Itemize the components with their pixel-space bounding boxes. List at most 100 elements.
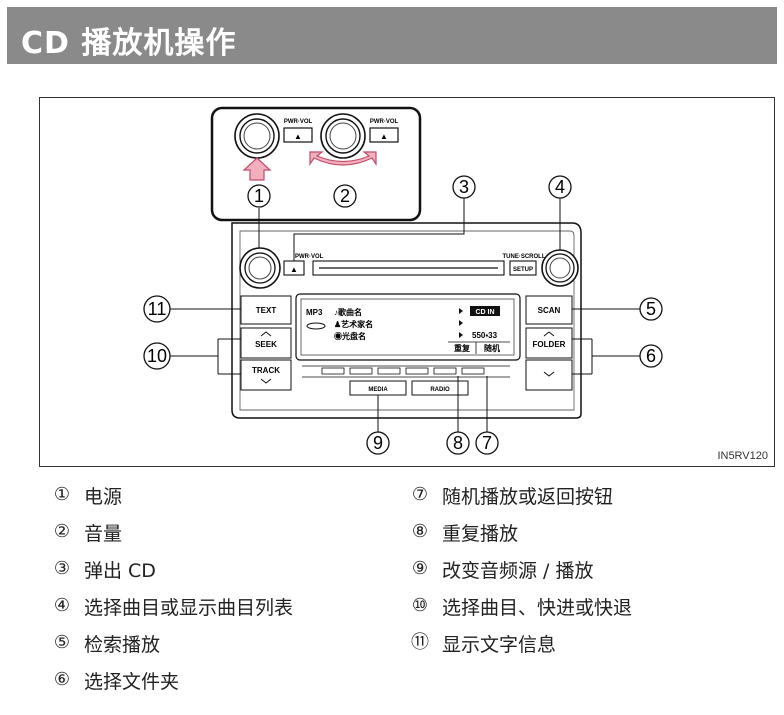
radio-button-label: RADIO [430,387,450,393]
inset-pwr-vol-label-2: PWR·VOL [370,119,399,125]
folder-down-button[interactable] [525,359,573,391]
media-button-label: MEDIA [368,387,388,393]
legend-num: ⑨ [411,558,429,579]
legend-num: ⑧ [411,521,429,542]
disc-icon [306,322,326,330]
legend-num: ④ [53,595,71,616]
legend-item-7: ⑦ 随机播放或返回按钮 [408,480,613,510]
svg-text:9: 9 [373,433,383,453]
screen-artist: ♟艺术家名 [334,319,373,329]
legend-text: 音量 [84,522,123,545]
cd-in-label: CD IN [475,309,494,316]
legend-text: 选择曲目或显示曲目列表 [84,596,294,619]
screen-repeat: 重复 [454,343,471,353]
callout-5: 5 [639,297,663,321]
legend-text: 改变音频源 / 播放 [442,559,594,582]
screen-album: ◉光盘名 [334,331,366,341]
tune-scroll-label: TUNE·SCROLL [503,254,546,260]
legend-num: ③ [53,558,71,579]
chevron-down-icon [543,371,555,377]
folder-up-button[interactable] [525,327,573,359]
inset-power-knob: ▲ PWR·VOL [234,113,313,159]
svg-text:6: 6 [646,346,656,366]
callout-10: 10 [143,342,171,370]
callout-4: 4 [548,175,572,199]
svg-text:11: 11 [148,299,167,319]
inset-volume-knob: ▲ PWR·VOL [320,113,399,159]
seek-button-label: SEEK [255,340,277,349]
pwr-vol-label: PWR·VOL [295,254,324,260]
text-button[interactable] [240,295,292,325]
rotate-arrow-icon [309,151,377,166]
legend-text: 选择文件夹 [84,670,180,693]
svg-text:10: 10 [147,346,167,366]
legend-item-2: ② 音量 [50,517,122,547]
title-bar: CD 播放机操作 [7,7,777,64]
legend-item-6: ⑥ 选择文件夹 [50,665,179,695]
scan-button-label: SCAN [538,306,561,315]
svg-text:3: 3 [459,177,469,197]
callout-8: 8 [446,431,470,455]
legend-num: ⑪ [411,632,429,653]
legend-text: 随机播放或返回按钮 [442,485,614,508]
radio-button[interactable] [411,380,469,396]
power-volume-knob[interactable] [239,247,281,289]
screen-format: MP3 [306,308,323,317]
legend-num: ⑩ [411,595,429,616]
random-button [461,367,485,375]
callout-1: 1 [247,184,271,208]
svg-text:1: 1 [254,186,264,206]
legend-text: 重复播放 [442,522,519,545]
svg-text:7: 7 [482,433,492,453]
repeat-button [433,367,457,375]
legend-text: 电源 [84,485,123,508]
track-button[interactable] [240,359,292,391]
legend-num: ⑦ [411,484,429,505]
legend-item-3: ③ 弹出 CD [50,554,156,584]
legend-text: 弹出 CD [84,559,156,582]
svg-text:2: 2 [340,186,350,206]
legend-item-9: ⑨ 改变音频源 / 播放 [408,554,594,584]
callout-11: 11 [143,295,171,323]
svg-text:5: 5 [646,299,656,319]
callout-3: 3 [452,175,476,199]
legend-text: 检索播放 [84,633,161,656]
scan-button[interactable] [525,295,573,325]
callout-9: 9 [366,431,390,455]
inset-pwr-vol-label: PWR·VOL [284,119,313,125]
callout-7: 7 [475,431,499,455]
folder-button-label: FOLDER [533,340,566,349]
seek-button[interactable] [240,327,292,359]
legend: ① 电源 ② 音量 ③ 弹出 CD ④ 选择曲目或显示曲目列表 ⑤ 检索播放 ⑥… [0,480,784,710]
cd-in-badge [470,306,500,316]
tune-scroll-knob[interactable] [541,249,579,287]
legend-num: ⑥ [53,669,71,690]
legend-item-10: ⑩ 选择曲目、快进或快退 [408,591,632,621]
track-button-label: TRACK [252,366,280,375]
callout-2: 2 [333,184,357,208]
text-button-label: TEXT [256,306,277,315]
setup-button[interactable] [509,260,537,276]
legend-item-8: ⑧ 重复播放 [408,517,518,547]
audio-panel-diagram: ▲ PWR·VOL ▲ PWR·VOL 1 2 [143,106,663,455]
screen-time: 550▪33 [472,331,498,340]
eject-icon: ▲ [290,265,298,274]
legend-item-5: ⑤ 检索播放 [50,628,160,658]
callout-6: 6 [639,344,663,368]
legend-num: ① [53,484,71,505]
page-title: CD 播放机操作 [21,26,237,61]
setup-button-label: SETUP [513,267,533,273]
screen-random: 随机 [484,343,500,353]
figure-id: IN5RV120 [717,450,768,462]
press-arrow-icon [242,157,272,181]
screen-song: ♪歌曲名 [334,307,362,317]
svg-text:8: 8 [453,433,463,453]
inset-eject-icon-2: ▲ [380,132,388,141]
svg-text:4: 4 [555,177,565,197]
legend-num: ⑤ [53,632,71,653]
legend-item-1: ① 电源 [50,480,122,510]
audio-panel-figure: ▲ PWR·VOL ▲ PWR·VOL 1 2 [39,97,775,467]
legend-num: ② [53,521,71,542]
soft-buttons[interactable] [302,365,510,378]
legend-item-11: ⑪ 显示文字信息 [408,628,556,658]
